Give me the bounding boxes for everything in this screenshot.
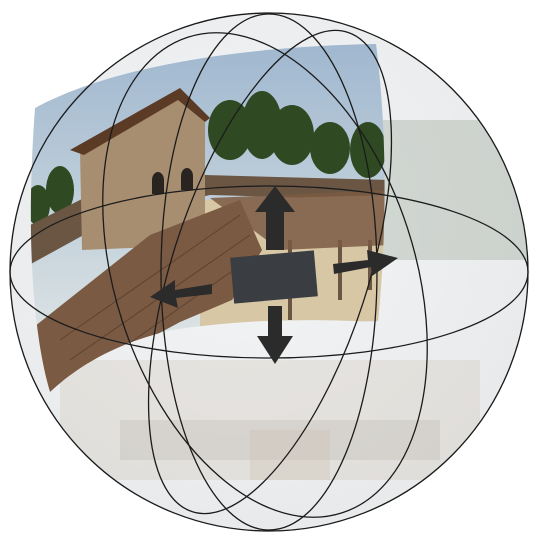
view-plane xyxy=(230,250,318,303)
